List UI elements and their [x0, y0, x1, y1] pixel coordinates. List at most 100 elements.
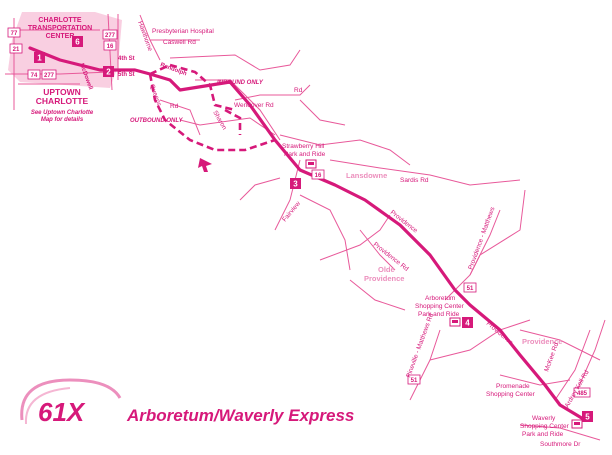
street [239, 177, 281, 201]
providence-matthews-label: Providence - Matthews [467, 205, 496, 270]
park-and-ride-icon [449, 317, 461, 327]
stop-number: 1 [37, 54, 42, 63]
southmore-dr-label: Southmore Dr [540, 441, 581, 448]
arboretum-label-line2: Shopping Center [415, 303, 465, 310]
street [429, 319, 531, 361]
shield-number: 77 [11, 31, 18, 37]
street [107, 13, 113, 91]
providence-area-label: Providence [522, 337, 562, 346]
park-and-ride-icon [305, 159, 317, 169]
street [554, 329, 591, 401]
stop-5[interactable]: 5 [582, 411, 593, 422]
uptown-note-line1: See Uptown Charlotte [31, 110, 94, 116]
stop-number: 3 [293, 180, 298, 189]
sharon-rd-label: Sharon [211, 110, 228, 132]
inbound-only-segment [149, 63, 236, 112]
presbyterian-hospital-label: Presbyterian Hospital [152, 28, 214, 35]
shield-number: 16 [107, 44, 114, 50]
inbound-only-label: INBOUND ONLY [217, 80, 264, 86]
street [469, 189, 526, 276]
highway-shield-16b: 16 [311, 169, 325, 180]
shield-number: 277 [44, 73, 55, 79]
queens-label: Queens [148, 83, 163, 107]
stop-number: 2 [106, 68, 111, 77]
street [274, 159, 301, 231]
uptown-label-line2: CHARLOTTE [36, 96, 89, 106]
uptown-label-line1: UPTOWN [43, 87, 81, 97]
route-name: Arboretum/Waverly Express [126, 406, 354, 425]
cats-label-line2: TRANSPORTATION [28, 25, 92, 32]
promenade-label-line2: Shopping Center [486, 391, 536, 398]
highway-shield-277b: 277 [41, 69, 57, 80]
shield-number: 277 [105, 33, 116, 39]
stop-6[interactable]: 6 [72, 36, 83, 47]
street [359, 229, 396, 271]
street [195, 79, 281, 141]
fourth-st-label: 4th St [118, 56, 135, 62]
shield-number: 74 [31, 73, 38, 79]
route-61x-line [28, 46, 587, 422]
outbound-only-segment [148, 73, 276, 152]
fifth-st-label: 5th St [118, 72, 135, 78]
park-and-ride-icon [571, 419, 583, 429]
highway-shield-16: 16 [103, 40, 117, 51]
north-arrow-icon [198, 158, 212, 172]
route-logo: 61X [20, 378, 122, 427]
outbound-only-label: OUTBOUND ONLY [130, 118, 184, 124]
olde-providence-label-line1: Olde [378, 265, 395, 274]
olde-providence-label-line2: Providence [364, 274, 404, 283]
promenade-label-line1: Promenade [496, 383, 530, 390]
street [159, 99, 201, 136]
shield-number: 51 [411, 378, 418, 384]
street [169, 49, 301, 71]
pineville-matthews-label: Pineville - Matthews Rd [405, 312, 435, 379]
highway-shield-21: 21 [9, 43, 23, 54]
street [299, 194, 351, 271]
cats-label-line3: CENTER [46, 33, 75, 40]
street [234, 84, 311, 101]
waverly-label-line3: Park and Ride [522, 431, 564, 438]
caswell-rd-label: Caswell Rd [163, 39, 196, 46]
stop-3[interactable]: 3 [290, 178, 301, 189]
highway-shield-485: 485 [573, 387, 591, 398]
waverly-label-line2: Shopping Center [520, 423, 570, 430]
lansdowne-area-label: Lansdowne [346, 171, 387, 180]
street [179, 117, 276, 136]
uptown-note-line2: Map for details [41, 117, 84, 123]
strawberry-hill-label-line1: Strawberry Hill [282, 143, 325, 150]
shield-number: 16 [315, 173, 322, 179]
highway-shield-277: 277 [102, 29, 118, 40]
route-number: 61X [38, 397, 86, 427]
street [349, 279, 406, 311]
sardis-rd-label: Sardis Rd [400, 177, 429, 184]
rd-label: Rd [294, 87, 303, 94]
street [329, 159, 521, 186]
highway-shield-51b: 51 [407, 374, 421, 385]
stop-1[interactable]: 1 [34, 52, 45, 63]
stop-4[interactable]: 4 [462, 317, 473, 328]
street [499, 374, 571, 386]
strawberry-hill-label-line2: Park and Ride [284, 151, 326, 158]
arboretum-label-line3: Park and Ride [418, 311, 460, 318]
shield-number: 21 [13, 47, 20, 53]
street [574, 319, 606, 396]
mckee-rd-label: McKee Rd [543, 341, 560, 372]
shield-number: 51 [467, 286, 474, 292]
street [5, 71, 111, 75]
highway-shield-74: 74 [27, 69, 41, 80]
highway-shield-77: 77 [7, 27, 21, 38]
wendover-rd-label: Wendover Rd [234, 102, 274, 109]
providence-rd-lower-label: Providence [485, 320, 515, 347]
rd-label: Rd [170, 103, 179, 110]
arboretum-label-line1: Arboretum [425, 295, 455, 302]
stop-number: 6 [75, 38, 80, 47]
outbound-only-segment [224, 108, 242, 135]
randolph-label: Randolph [159, 62, 187, 77]
street [319, 214, 391, 261]
waverly-label-line1: Waverly [532, 415, 556, 422]
cats-label-line1: CHARLOTTE [38, 17, 81, 24]
stop-number: 4 [465, 319, 470, 328]
stop-2[interactable]: 2 [103, 66, 114, 77]
